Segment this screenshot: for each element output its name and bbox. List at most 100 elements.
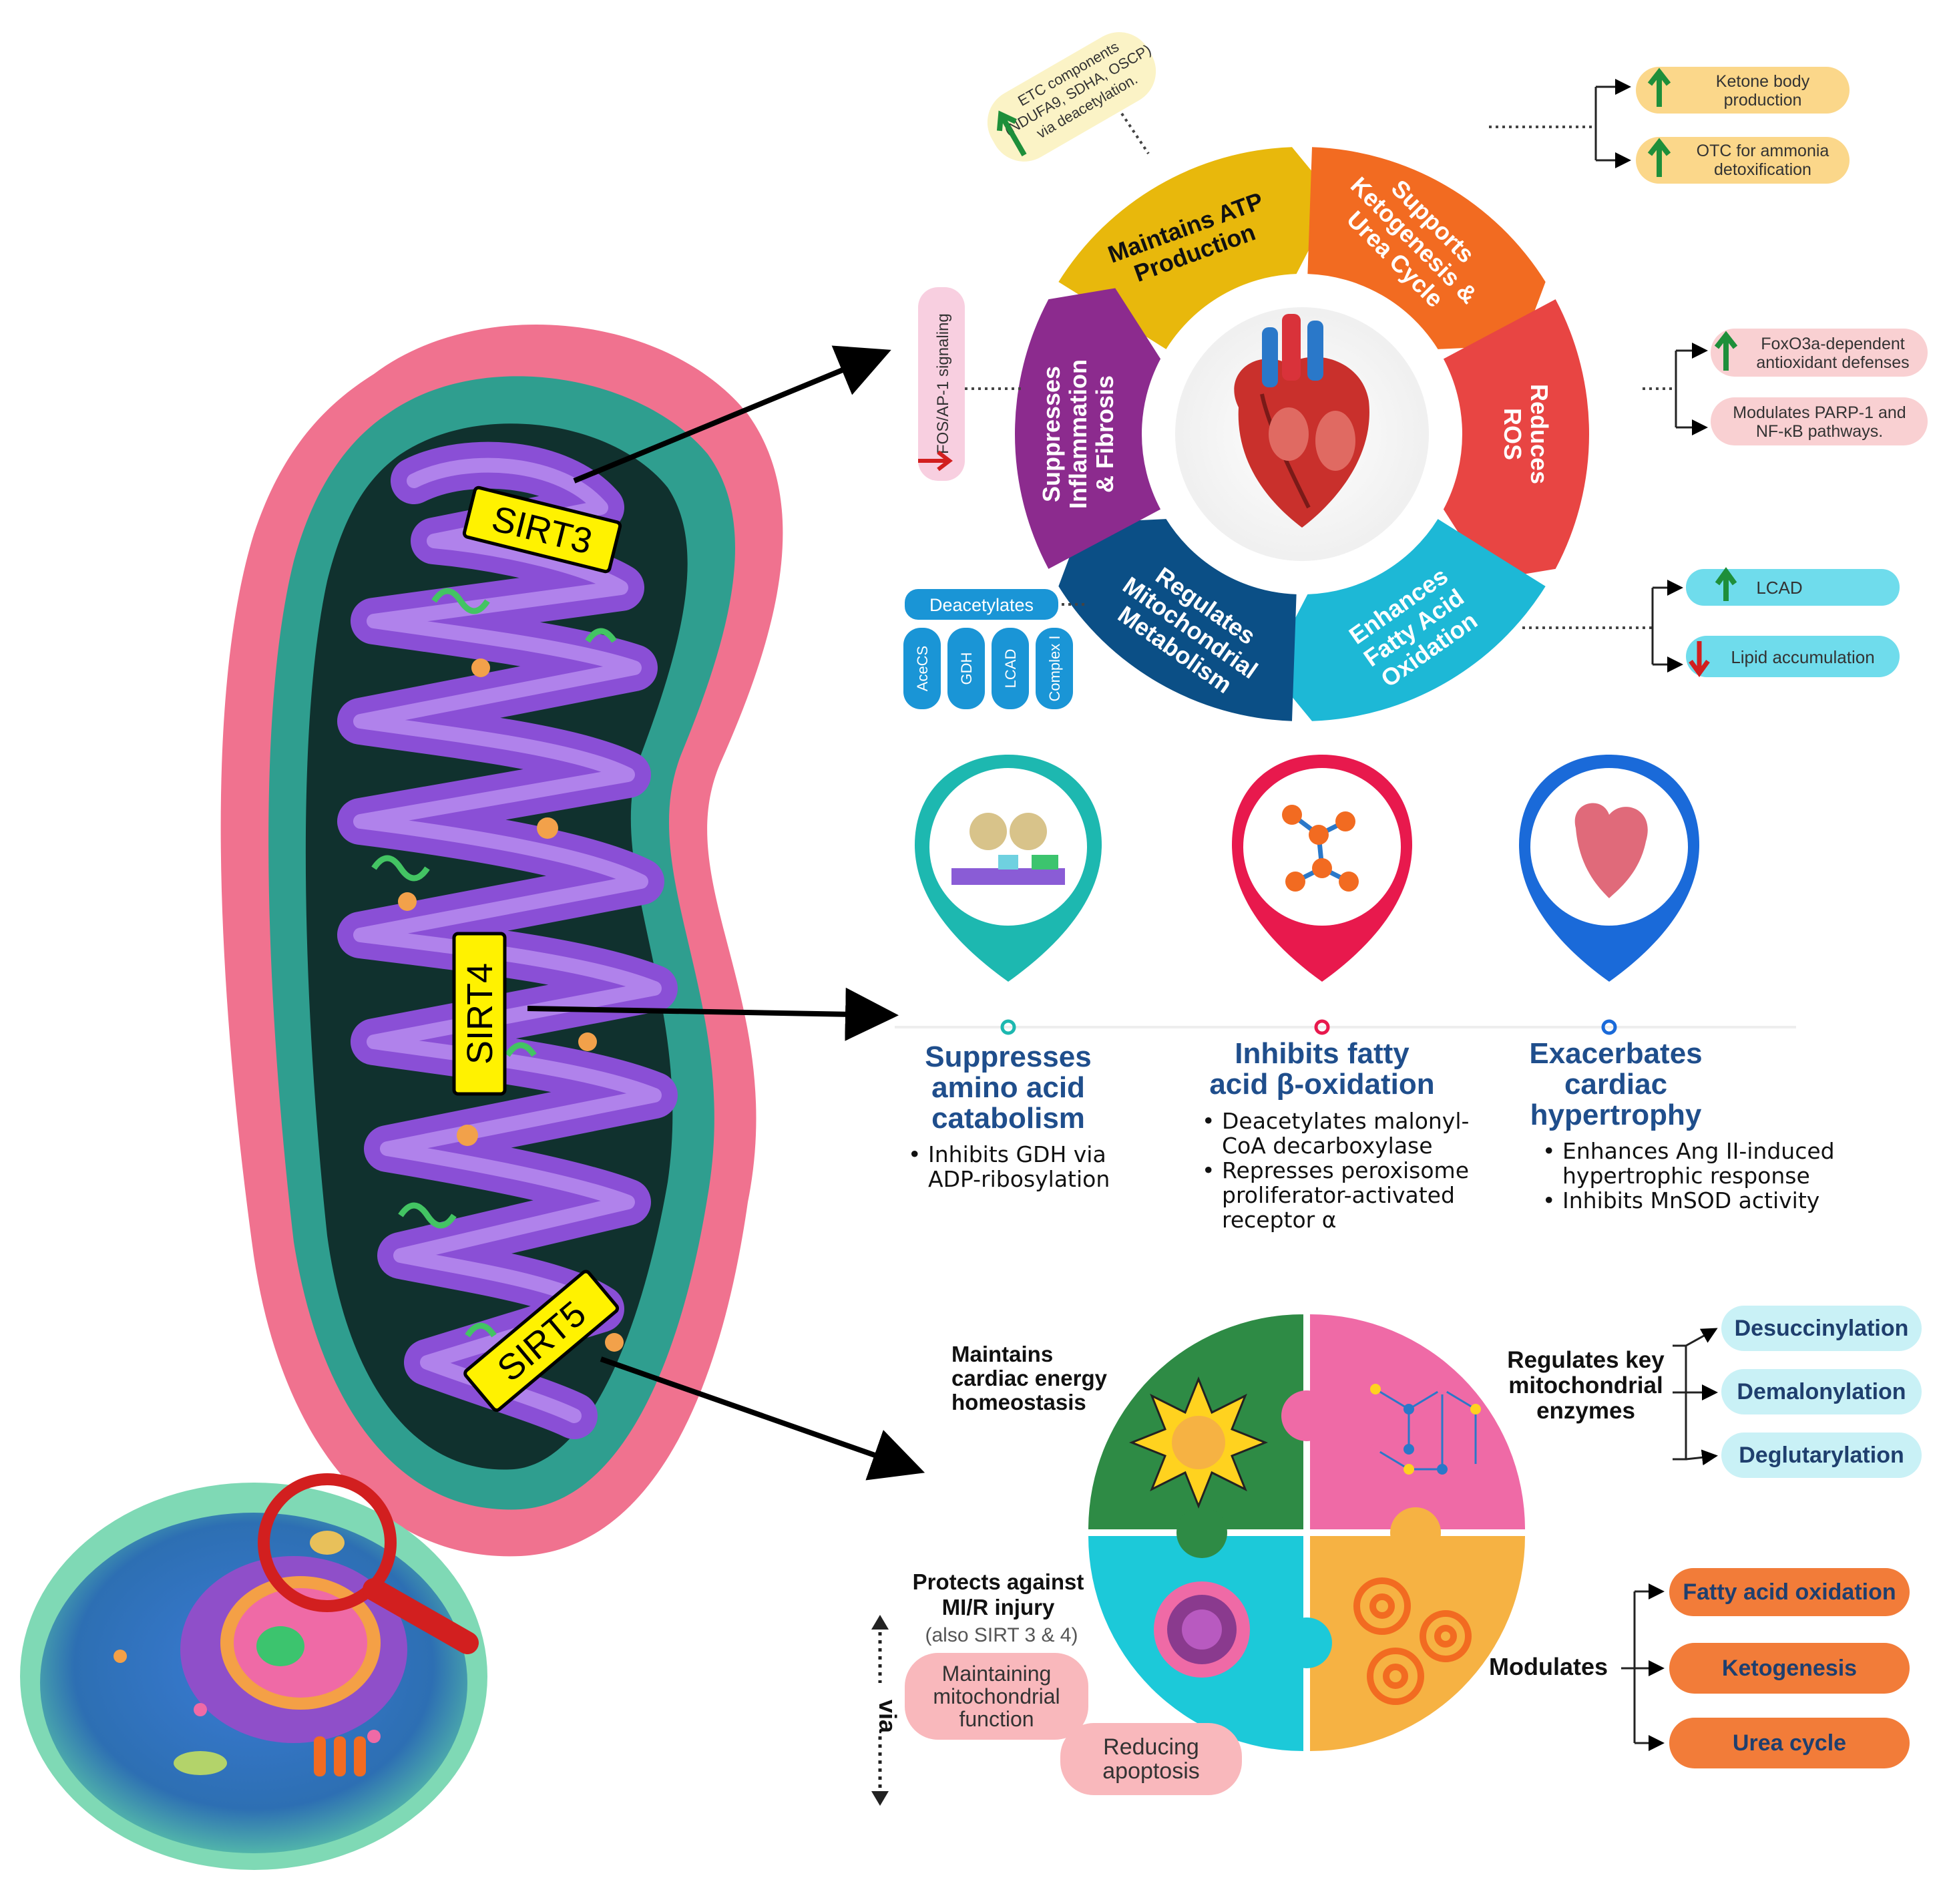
protects-text: Protects against MI/R injury: [891, 1569, 1105, 1620]
pin-hypertrophy: [1519, 755, 1699, 1035]
wheel-segments: [1014, 147, 1589, 721]
foxo3a-up-arrow-icon: [1714, 331, 1738, 371]
fos-down-arrow-icon: [918, 450, 953, 471]
col2-b1-l2: CoA decarboxylase: [1222, 1133, 1433, 1159]
sun-burst-icon: [1128, 1376, 1269, 1509]
wheel-segment-metab: [1058, 519, 1297, 721]
col3-b1-l1: Enhances Ang II-induced: [1562, 1138, 1835, 1164]
foxo3a-line2: antioxidant defenses: [1756, 353, 1909, 372]
lipid-down-arrow-icon: [1689, 641, 1710, 677]
col1-b1-l1: Inhibits GDH via: [928, 1141, 1106, 1167]
wheel-segment-fao: [1269, 519, 1546, 721]
matrix-granules: [371, 588, 624, 1378]
otc-pill: [1636, 137, 1850, 184]
col2-title-line1: Inhibits fatty: [1235, 1037, 1410, 1070]
wheel-segment-inflam: [1014, 288, 1161, 569]
wheel-segment-atp: [1058, 147, 1335, 349]
reducing-line1: Reducing: [1103, 1734, 1199, 1760]
urea-pill: [1669, 1718, 1910, 1768]
parp-pill: [1711, 397, 1928, 445]
also-sirt-text: (also SIRT 3 & 4): [925, 1624, 1078, 1646]
target-label-1: GDH: [958, 652, 975, 685]
foxo3a-pill: [1711, 329, 1928, 377]
fao-pill: [1669, 1568, 1910, 1616]
modulates-text: Modulates: [1489, 1653, 1608, 1680]
col2-bullet-1: Deacetylates malonyl-CoA decarboxylase: [1202, 1109, 1509, 1158]
heart-icon: [1234, 314, 1369, 528]
target-label-3: Complex I: [1046, 635, 1063, 701]
keto-label: Ketogenesis: [1721, 1655, 1858, 1681]
target-pill-3: [1036, 628, 1073, 709]
energy-line2: cardiac energy: [951, 1366, 1107, 1390]
parp-line1: Modulates PARP-1 and: [1733, 403, 1906, 422]
parp-line2: NF-κB pathways.: [1756, 422, 1883, 441]
wheel-segment-ros: [1443, 299, 1589, 580]
lipid-pill: [1686, 636, 1900, 677]
sirt5-arrow: [600, 1356, 925, 1481]
ketone-pill: [1636, 67, 1850, 114]
otc-line1: OTC for ammonia: [1697, 142, 1829, 160]
ketone-up-arrow-icon: [1647, 67, 1671, 107]
cell-icon: [1154, 1581, 1250, 1678]
ketone-line2: production: [1724, 91, 1802, 110]
demalonylation-label: Demalonylation: [1737, 1378, 1906, 1404]
sirt3-arrow: [573, 345, 891, 484]
keto-pill: [1669, 1643, 1910, 1694]
sirt4-label-text: SIRT4: [460, 963, 500, 1065]
col3-title-line1: Exacerbates: [1529, 1037, 1703, 1070]
col3-title-line2: cardiac: [1564, 1068, 1668, 1101]
deglut-pill: [1721, 1433, 1922, 1478]
fao-label: Fatty acid oxidation: [1683, 1579, 1896, 1605]
pin-fatty-acid: [1232, 755, 1412, 1035]
sirt4-col2-title: Inhibits fatty acid β-oxidation: [1195, 1038, 1449, 1100]
via-text: via: [874, 1699, 901, 1734]
molecule-network-icon: [1370, 1384, 1481, 1475]
col3-b2-l1: Inhibits MnSOD activity: [1562, 1187, 1820, 1213]
col2-b1-l1: Deacetylates malonyl-: [1222, 1108, 1470, 1134]
maintaining-line2: mitochondrial: [933, 1684, 1060, 1708]
col3-title-line3: hypertrophy: [1530, 1099, 1702, 1131]
lcad-up-arrow-icon: [1715, 567, 1737, 601]
col1-title-line2: amino acid: [931, 1071, 1085, 1104]
puzzle-pink: [1310, 1314, 1525, 1529]
reducing-pill: [1060, 1723, 1242, 1795]
maintaining-label: Maintaining mitochondrial function: [905, 1653, 1088, 1740]
col1-title-line1: Suppresses: [925, 1040, 1092, 1073]
foxo3a-line1: FoxO3a-dependent: [1761, 335, 1904, 353]
target-pill-2: [992, 628, 1029, 709]
sirt4-arrow: [527, 987, 899, 1041]
lcad-text: LCAD: [1756, 578, 1802, 598]
otc-up-arrow-icon: [1647, 138, 1671, 177]
reducing-label: Reducing apoptosis: [1060, 1723, 1242, 1795]
enzymes-line2: mitochondrial: [1508, 1372, 1663, 1398]
deacetylates-pill: [905, 589, 1058, 620]
magnifier-icon: [258, 1473, 479, 1654]
fos-pill: [918, 287, 965, 481]
sirt4-col2-bullets: Deacetylates malonyl-CoA decarboxylase R…: [1202, 1109, 1509, 1232]
maintaining-line1: Maintaining: [941, 1662, 1052, 1686]
pin-amino-acid: [915, 755, 1102, 1035]
enzymes-line1: Regulates key: [1507, 1347, 1665, 1373]
ketone-line1: Ketone body: [1716, 72, 1810, 91]
puzzle-circle: [1088, 1306, 1525, 1751]
desuccinylation-label: Desuccinylation: [1734, 1315, 1909, 1341]
sirt5-panel: [871, 1306, 1922, 1806]
lipid-text: Lipid accumulation: [1731, 647, 1874, 667]
demalon-pill: [1721, 1369, 1922, 1414]
reducing-line2: apoptosis: [1102, 1758, 1200, 1784]
col1-b1-l2: ADP-ribosylation: [928, 1166, 1110, 1192]
deacetylates-text: Deacetylates: [929, 595, 1034, 615]
col2-b2-l3: receptor α: [1222, 1207, 1337, 1233]
target-pill-1: [947, 628, 985, 709]
wheel-segment-keto: [1307, 147, 1546, 349]
deglutarylation-label: Deglutarylation: [1739, 1442, 1904, 1468]
etc-note: ETC components (NDUFA9, SDHA, OSCP) via …: [987, 32, 1156, 162]
col2-b2-l1: Represses peroxisome: [1222, 1157, 1470, 1183]
sirt4-col3-title: Exacerbates cardiac hypertrophy: [1529, 1038, 1703, 1131]
otc-line2: detoxification: [1714, 160, 1811, 179]
